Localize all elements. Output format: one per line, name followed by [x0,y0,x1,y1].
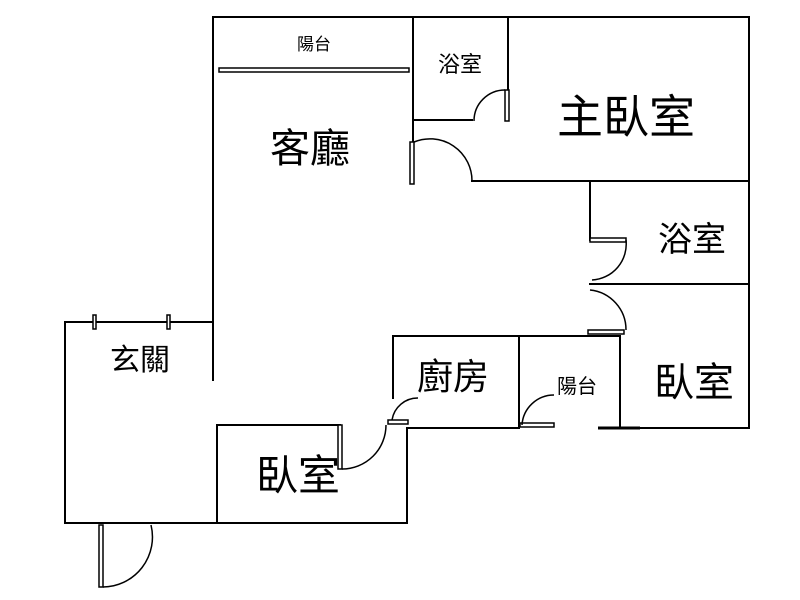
door-balcony-small [519,422,555,428]
door-living [409,141,415,185]
room-label-balcony-top: 陽台 [297,35,331,55]
room-label-master-bedroom: 主臥室 [557,90,695,144]
room-label-bath-small: 浴室 [438,53,482,78]
room-label-bath-right: 浴室 [658,220,726,260]
walls [64,16,750,524]
room-label-bedroom-right: 臥室 [654,360,734,406]
room-label-kitchen: 廚房 [417,357,489,398]
door-bath-right [589,237,627,243]
door-bedroom-right [587,329,625,335]
room-label-entrance: 玄關 [110,343,170,378]
room-label-bedroom-bottom: 臥室 [256,451,340,500]
room-label-balcony-small: 陽台 [557,374,597,398]
door-entrance [98,524,104,588]
balcony-railing [218,67,410,73]
door-kitchen [387,419,409,425]
door-bedroom-bottom [337,424,343,470]
doors [98,89,640,588]
window-marks [92,314,171,330]
door-bath-small [504,89,510,122]
room-label-living-room: 客廳 [270,126,350,172]
